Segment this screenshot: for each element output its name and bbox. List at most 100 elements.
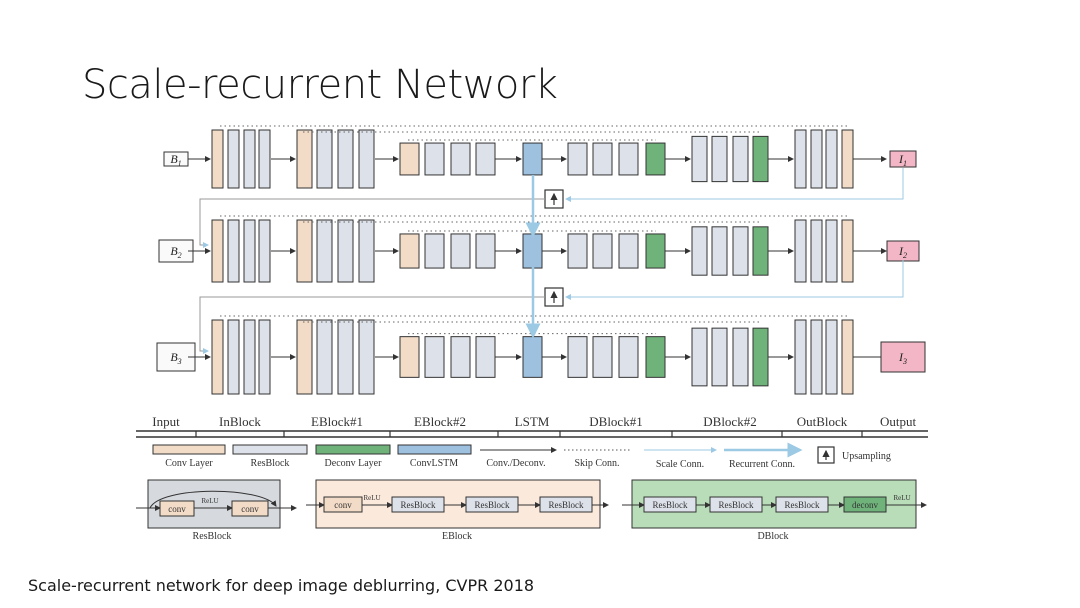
eblock-detail-conv-label: conv (334, 500, 352, 510)
dblock2-res-2-2 (711, 226, 728, 276)
dblock1-res-2-2 (592, 233, 613, 269)
legend-swatch-resblock (232, 444, 308, 455)
outblock-res-2-1 (810, 129, 823, 189)
dblock-detail-res-label-3: ResBlock (785, 500, 820, 510)
eblock1-res-3-2 (358, 219, 375, 283)
dblock2-res-2-1 (711, 135, 728, 183)
eblock1-conv-3 (296, 319, 313, 395)
outblock-res-1-3 (794, 319, 807, 395)
eblock1-res-2-3 (337, 319, 354, 395)
eblock-detail-res-label-3: ResBlock (549, 500, 584, 510)
inblock-conv-3 (211, 319, 224, 395)
dblock2-res-3-3 (732, 327, 749, 387)
dblock1-res-3-1 (618, 142, 639, 176)
outblock-res-3-2 (825, 219, 838, 283)
dblock2-deconv-1 (752, 135, 769, 183)
dblock1-res-2-3 (592, 336, 613, 378)
inblock-res-1-2 (227, 219, 240, 283)
eblock2-res-1-2 (424, 233, 445, 269)
scale-conn-left-2 (199, 296, 545, 354)
eblock2-res-1-3 (424, 336, 445, 378)
eblock2-res-3-1 (475, 142, 496, 176)
eblock2-conv-1 (399, 142, 420, 176)
eblock1-res-3-3 (358, 319, 375, 395)
output-box-3 (880, 341, 926, 373)
legend-label-conv-deconv: Conv./Deconv. (486, 458, 545, 469)
inblock-conv-2 (211, 219, 224, 283)
dblock1-res-2-1 (592, 142, 613, 176)
dblock1-res-1-2 (567, 233, 588, 269)
legend-label-skip: Skip Conn. (574, 458, 619, 469)
inblock-res-3-1 (258, 129, 271, 189)
dblock1-deconv-2 (645, 233, 666, 269)
inblock-res-2-3 (243, 319, 256, 395)
eblock1-res-1-1 (316, 129, 333, 189)
eblock2-res-3-3 (475, 336, 496, 378)
outblock-conv-3 (841, 319, 854, 395)
legend-label-resblock: ResBlock (251, 458, 290, 469)
outblock-res-1-1 (794, 129, 807, 189)
stage-label-eblock2: EBlock#2 (414, 414, 466, 429)
eblock-detail-res-label-1: ResBlock (401, 500, 436, 510)
eblock1-res-2-1 (337, 129, 354, 189)
stage-bar: Input InBlock EBlock#1 EBlock#2 LSTM DBl… (136, 414, 928, 438)
eblock2-res-2-1 (450, 142, 471, 176)
stage-label-lstm: LSTM (515, 414, 550, 429)
stage-label-dblock2: DBlock#2 (703, 414, 756, 429)
eblock1-conv-1 (296, 129, 313, 189)
stage-label-input: Input (152, 414, 180, 429)
dblock-detail-res-label-1: ResBlock (653, 500, 688, 510)
dblock1-res-3-2 (618, 233, 639, 269)
dblock-detail-caption: DBlock (757, 531, 788, 542)
eblock2-conv-3 (399, 336, 420, 378)
legend-label-scale: Scale Conn. (656, 459, 704, 470)
inblock-conv-1 (211, 129, 224, 189)
stage-label-outblock: OutBlock (797, 414, 848, 429)
input-label-3: B3 (170, 350, 181, 366)
dblock2-deconv-3 (752, 327, 769, 387)
resblock-detail-skip (149, 490, 277, 509)
resblock-detail-relu: ReLU (201, 497, 218, 505)
eblock1-res-3-1 (358, 129, 375, 189)
inblock-res-2-2 (243, 219, 256, 283)
dblock1-deconv-3 (645, 336, 666, 378)
dblock-detail-res-label-2: ResBlock (719, 500, 754, 510)
outblock-res-1-2 (794, 219, 807, 283)
legend-label-deconv: Deconv Layer (325, 458, 383, 469)
output-label-2: I2 (898, 244, 907, 260)
stage-label-eblock1: EBlock#1 (311, 414, 363, 429)
inblock-res-1-1 (227, 129, 240, 189)
legend-label-recurrent: Recurrent Conn. (729, 459, 795, 470)
resblock-detail-conv2-label: conv (241, 504, 259, 514)
legend-swatch-deconv (315, 444, 391, 455)
outblock-res-3-3 (825, 319, 838, 395)
lstm-cell-1 (522, 142, 543, 176)
dblock2-res-1-2 (691, 226, 708, 276)
stage-label-output: Output (880, 414, 917, 429)
dblock1-res-3-3 (618, 336, 639, 378)
outblock-res-3-1 (825, 129, 838, 189)
eblock-detail-relu: ReLU (363, 494, 380, 502)
inblock-res-2-1 (243, 129, 256, 189)
inblock-res-3-2 (258, 219, 271, 283)
legend-label-convlstm: ConvLSTM (410, 458, 458, 469)
legend: Conv Layer ResBlock Deconv Layer ConvLST… (152, 442, 891, 470)
dblock2-deconv-2 (752, 226, 769, 276)
dblock2-res-1-1 (691, 135, 708, 183)
dblock-detail-relu: ReLU (893, 494, 910, 502)
dblock1-res-1-3 (567, 336, 588, 378)
eblock2-res-1-1 (424, 142, 445, 176)
connections (199, 168, 904, 354)
resblock-detail-conv1-label: conv (168, 504, 186, 514)
lstm-cell-2 (522, 233, 543, 269)
eblock-detail-caption: EBlock (442, 531, 472, 542)
dblock-detail-deconv-label: deconv (852, 500, 878, 510)
output-label-1: I1 (898, 152, 907, 168)
dblock1-res-1-1 (567, 142, 588, 176)
inblock-res-1-3 (227, 319, 240, 395)
scale-conn-right-2 (565, 260, 904, 300)
eblock1-res-1-2 (316, 219, 333, 283)
